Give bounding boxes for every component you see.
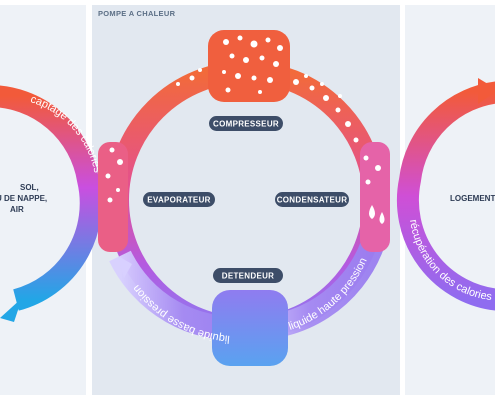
panel-title: POMPE A CHALEUR [98, 9, 176, 18]
left-cycle-arrowhead [0, 298, 22, 322]
evaporator-tube [98, 142, 128, 252]
compressor-block [208, 30, 290, 102]
detendeur-label: DETENDEUR [222, 272, 274, 281]
condensate-droplets [369, 205, 385, 224]
condensateur-label: CONDENSATEUR [277, 196, 348, 205]
condenser-tube [360, 142, 390, 252]
condensateur-pill: CONDENSATEUR [275, 192, 349, 207]
evaporateur-label: EVAPORATEUR [147, 196, 210, 205]
source-line-1: SOL, [20, 183, 39, 192]
left-cycle-arc [0, 85, 102, 311]
right-panel [405, 5, 495, 395]
left-panel [0, 5, 86, 395]
target-label: LOGEMENT [450, 194, 495, 203]
source-line-3: AIR [10, 205, 24, 214]
compresseur-pill: COMPRESSEUR [209, 116, 283, 131]
right-cycle-arrowhead [478, 78, 495, 104]
right-cycle-arc [396, 81, 495, 311]
expansion-valve-block [212, 290, 288, 366]
compresseur-label: COMPRESSEUR [213, 120, 279, 129]
detendeur-pill: DETENDEUR [213, 268, 283, 283]
evaporateur-pill: EVAPORATEUR [143, 192, 215, 207]
gas-bubbles [105, 35, 381, 203]
source-line-2: U DE NAPPE, [0, 194, 47, 203]
low-pressure-arrowhead [118, 256, 132, 278]
